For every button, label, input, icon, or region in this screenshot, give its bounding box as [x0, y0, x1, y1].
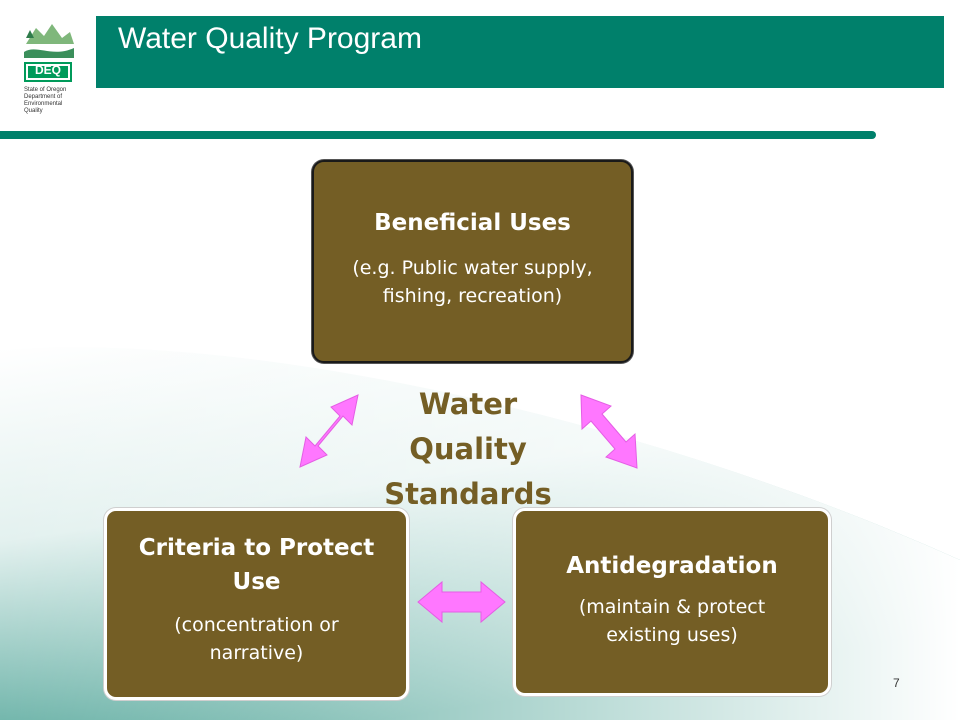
- logo-caption-line: State of Oregon: [24, 87, 67, 93]
- center-label-line: Standards: [384, 477, 552, 511]
- logo-caption: State of Oregon Department of Environmen…: [24, 87, 84, 115]
- box-subtitle: (concentration or narrative): [174, 614, 339, 664]
- beneficial-uses-box: Beneficial Uses (e.g. Public water suppl…: [312, 160, 633, 363]
- logo-caption-line: Quality: [24, 108, 43, 114]
- deq-badge-text: DEQ: [34, 63, 61, 77]
- center-label: Water Quality Standards: [368, 382, 568, 517]
- title-bar: Water Quality Program: [96, 16, 944, 88]
- page-title: Water Quality Program: [118, 22, 422, 55]
- box-title: Criteria to Protect Use: [138, 535, 375, 595]
- box-subtitle: (e.g. Public water supply, fishing, recr…: [352, 257, 593, 307]
- logo-caption-line: Department of: [24, 94, 63, 100]
- box-title: Beneficial Uses: [374, 210, 571, 236]
- logo-caption-line: Environmental: [24, 101, 63, 107]
- page-number: 7: [893, 676, 900, 690]
- box-subtitle: (maintain & protect existing uses): [578, 596, 766, 646]
- criteria-box: Criteria to Protect Use (concentration o…: [104, 508, 409, 700]
- box-title: Antidegradation: [566, 553, 778, 579]
- center-label-line: Quality: [409, 432, 527, 466]
- header-divider: [0, 131, 876, 139]
- center-label-line: Water: [418, 387, 518, 421]
- deq-logo: [22, 14, 76, 82]
- antidegradation-box: Antidegradation (maintain & protect exis…: [513, 508, 831, 696]
